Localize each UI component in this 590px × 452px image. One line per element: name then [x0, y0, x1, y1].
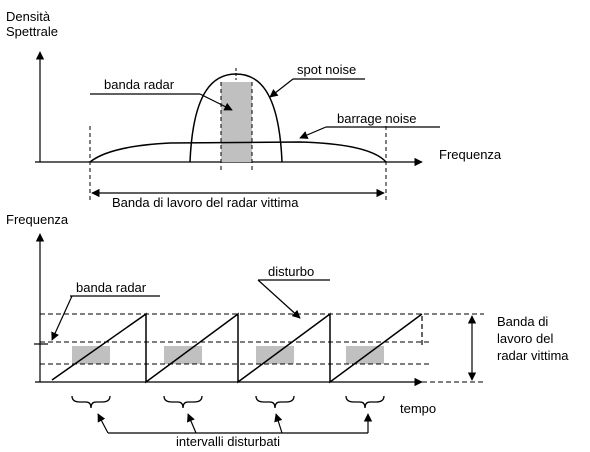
interval-brace-1: [71, 395, 111, 409]
victim-band-label-line1: Banda di: [497, 314, 549, 329]
barrage-noise-label: barrage noise: [337, 111, 417, 126]
interval-brace-2: [163, 395, 203, 409]
intervals-pointer-2: [187, 413, 197, 434]
disturbo-label: disturbo: [268, 264, 315, 279]
top-y-label-line2: Spettrale: [6, 24, 59, 39]
top-radar-band-fill: [221, 82, 252, 162]
spot-noise-label: spot noise: [297, 62, 357, 77]
top-banda-radar-pointer: [199, 93, 233, 111]
victim-band-label-line3: radar vittima: [497, 348, 569, 363]
working-band-label: Banda di lavoro del radar vittima: [112, 195, 299, 210]
intervals-pointer-1: [97, 413, 109, 434]
intervals-pointer-3: [274, 413, 283, 434]
top-x-label: Frequenza: [439, 147, 502, 162]
top-y-label-line1: Densità: [6, 9, 51, 24]
sweep-sawtooth: [51, 312, 423, 384]
bottom-banda-radar-pointer: [51, 295, 73, 341]
spot-noise-pointer: [269, 78, 294, 98]
bottom-banda-radar-label: banda radar: [76, 280, 147, 295]
interval-brace-4: [345, 395, 385, 409]
jammed-box-4: [346, 346, 384, 364]
bottom-diagram: [34, 233, 484, 434]
top-banda-radar-label: banda radar: [104, 77, 175, 92]
bottom-x-label: tempo: [400, 401, 437, 416]
bottom-y-label: Frequenza: [6, 212, 69, 227]
barrage-noise-curve: [89, 141, 387, 163]
interval-brace-3: [255, 395, 295, 409]
intervals-label: intervalli disturbati: [176, 434, 281, 449]
victim-band-label-line2: lavoro del: [497, 331, 554, 346]
top-diagram: [35, 51, 440, 200]
disturbo-pointer: [257, 279, 301, 319]
barrage-noise-pointer: [299, 126, 327, 139]
